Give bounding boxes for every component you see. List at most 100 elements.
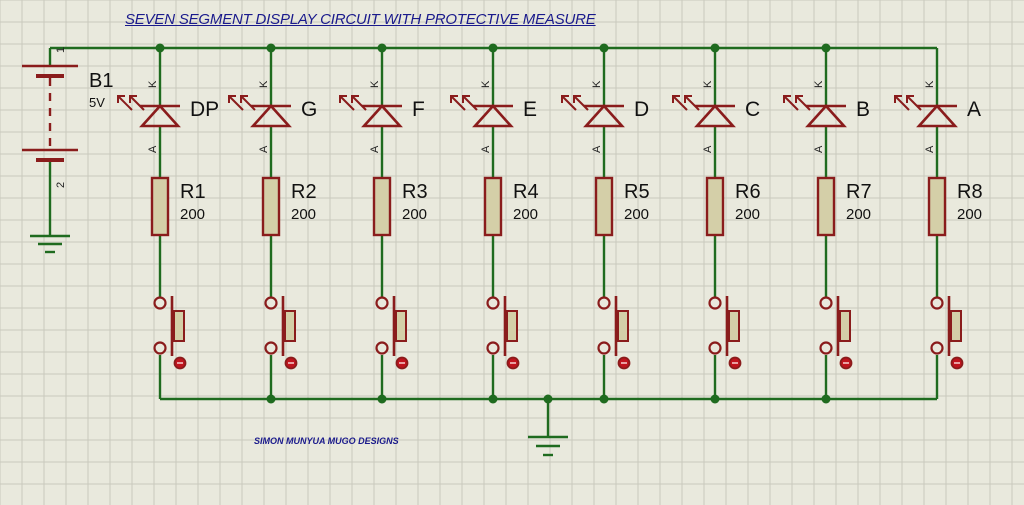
led-light-arrow-icon <box>561 95 569 103</box>
led-light-arrow-icon <box>795 95 811 111</box>
led-light-arrow-icon <box>351 95 359 103</box>
resistor-body <box>483 176 503 237</box>
led-label: G <box>301 98 317 121</box>
button-contact <box>375 341 389 355</box>
designer-credit: SIMON MUNYUA MUGO DESIGNS <box>254 436 399 446</box>
led-light-arrow-icon <box>894 95 910 111</box>
resistor-body <box>594 176 614 237</box>
resistor-body <box>927 176 947 237</box>
led-pin-a: A <box>924 145 936 153</box>
led-light-arrow-icon <box>240 95 248 103</box>
led-light-arrow-icon <box>573 95 589 111</box>
button-contact <box>153 341 167 355</box>
led-light-arrow-icon <box>228 95 236 103</box>
resistor-name: R2 <box>291 181 317 203</box>
led-light-arrow-icon <box>783 95 799 111</box>
led-label: D <box>634 98 649 121</box>
button-contact <box>930 296 944 310</box>
battery-pin-2: 2 <box>55 182 67 188</box>
led-pin-k: K <box>369 80 381 88</box>
led-label: C <box>745 98 760 121</box>
button-contact <box>264 341 278 355</box>
resistor-body <box>816 176 836 237</box>
resistor-name: R8 <box>957 181 983 203</box>
led-light-arrow-icon <box>339 95 355 111</box>
led-body <box>139 104 181 128</box>
button-plunger <box>728 310 740 342</box>
led-body <box>361 104 403 128</box>
led-light-arrow-icon <box>573 95 581 103</box>
battery-name: B1 <box>89 70 113 92</box>
battery-b1[interactable]: B1 5V 1 2 <box>22 47 113 254</box>
led-body <box>916 104 958 128</box>
led-light-arrow-icon <box>894 95 902 103</box>
led-pin-k: K <box>258 80 270 88</box>
button-plunger <box>506 310 518 342</box>
resistor-body <box>705 176 725 237</box>
led-light-arrow-icon <box>783 95 791 103</box>
led-pin-a: A <box>813 145 825 153</box>
led-pin-k: K <box>480 80 492 88</box>
button-plunger <box>617 310 629 342</box>
resistor-body <box>261 176 281 237</box>
resistor-value: 200 <box>846 206 871 223</box>
button-plunger <box>173 310 185 342</box>
led-light-arrow-icon <box>795 95 803 103</box>
button-plunger <box>395 310 407 342</box>
button-plunger <box>839 310 851 342</box>
button-contact <box>708 341 722 355</box>
led-body <box>250 104 292 128</box>
resistor-body <box>372 176 392 237</box>
resistor-value: 200 <box>624 206 649 223</box>
led-light-arrow-icon <box>339 95 347 103</box>
resistor-value: 200 <box>957 206 982 223</box>
led-label: B <box>856 98 870 121</box>
led-body <box>805 104 847 128</box>
led-body <box>583 104 625 128</box>
led-label: A <box>967 98 981 121</box>
led-pin-k: K <box>702 80 714 88</box>
button-contact <box>153 296 167 310</box>
resistor-body <box>150 176 170 237</box>
resistor-value: 200 <box>402 206 427 223</box>
led-light-arrow-icon <box>351 95 367 111</box>
led-label: DP <box>190 98 219 121</box>
battery-value: 5V <box>89 95 105 110</box>
button-contact <box>708 296 722 310</box>
led-light-arrow-icon <box>672 95 680 103</box>
led-light-arrow-icon <box>117 95 133 111</box>
led-pin-a: A <box>147 145 159 153</box>
led-body <box>694 104 736 128</box>
led-pin-k: K <box>147 80 159 88</box>
led-light-arrow-icon <box>462 95 470 103</box>
resistor-name: R3 <box>402 181 428 203</box>
led-light-arrow-icon <box>684 95 700 111</box>
resistor-name: R5 <box>624 181 650 203</box>
button-contact <box>930 341 944 355</box>
led-light-arrow-icon <box>117 95 125 103</box>
wires <box>48 43 939 457</box>
resistor-value: 200 <box>291 206 316 223</box>
battery-pin-1: 1 <box>55 47 67 53</box>
led-light-arrow-icon <box>906 95 922 111</box>
button-plunger <box>284 310 296 342</box>
led-label: E <box>523 98 537 121</box>
led-light-arrow-icon <box>240 95 256 111</box>
led-light-arrow-icon <box>672 95 688 111</box>
led-light-arrow-icon <box>906 95 914 103</box>
led-pin-a: A <box>591 145 603 153</box>
led-pin-a: A <box>369 145 381 153</box>
button-contact <box>264 296 278 310</box>
button-contact <box>597 296 611 310</box>
